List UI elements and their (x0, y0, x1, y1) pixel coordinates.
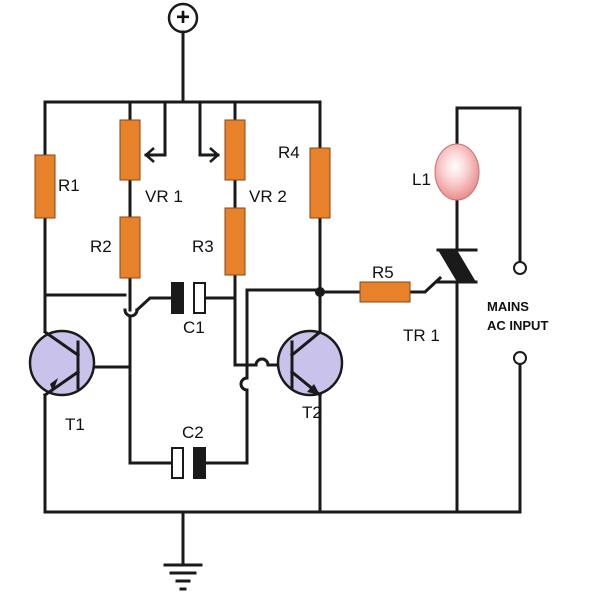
resistor-r3 (224, 207, 246, 276)
variable-resistor-vr1 (119, 119, 141, 181)
label-r2: R2 (90, 237, 112, 256)
wiring (43, 30, 522, 567)
junction-dot (315, 287, 325, 297)
label-c2: C2 (182, 423, 204, 442)
label-c1: C1 (183, 318, 205, 337)
variable-resistor-vr2 (224, 119, 246, 181)
label-tr1: TR 1 (403, 326, 440, 345)
resistor-r2 (119, 216, 141, 279)
label-vr1: VR 1 (145, 187, 183, 206)
ground-symbol (163, 563, 203, 591)
label-mains-line2: AC INPUT (487, 318, 548, 333)
mains-terminal-top (513, 261, 527, 275)
label-mains-line1: MAINS (487, 299, 529, 314)
capacitor-c1 (171, 282, 206, 314)
label-l1: L1 (412, 170, 431, 189)
label-t1: T1 (65, 415, 85, 434)
transistor-t2 (276, 329, 344, 398)
label-r4: R4 (278, 143, 300, 162)
transistor-t1 (28, 329, 96, 398)
label-t2: T2 (302, 403, 322, 422)
label-r5: R5 (372, 263, 394, 282)
mains-terminal-bottom (513, 351, 527, 365)
capacitor-c2 (171, 447, 206, 479)
resistor-r4 (309, 147, 331, 219)
triac-tr1 (436, 248, 478, 284)
label-r3: R3 (192, 237, 214, 256)
lamp-l1 (434, 143, 480, 201)
resistor-r5 (359, 281, 411, 303)
positive-symbol: + (176, 4, 190, 31)
resistor-r1 (34, 154, 56, 219)
positive-terminal: + (167, 2, 199, 34)
label-r1: R1 (58, 176, 80, 195)
label-vr2: VR 2 (249, 187, 287, 206)
